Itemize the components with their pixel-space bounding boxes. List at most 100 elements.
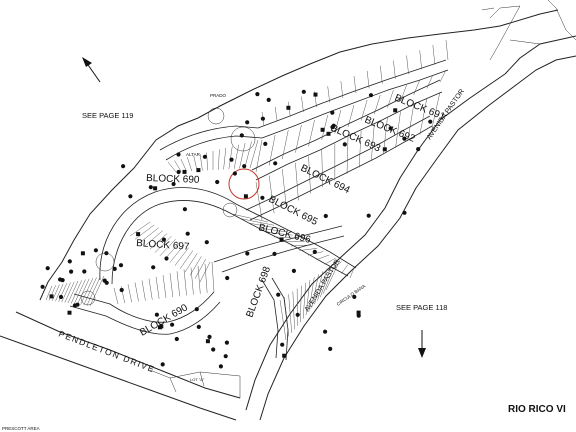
lot-line (149, 233, 168, 250)
lot-dot (328, 346, 333, 351)
lot-line (52, 284, 60, 301)
lot-line (194, 259, 206, 279)
lot-line (265, 232, 293, 236)
lot-line (255, 139, 263, 173)
lot-dot (388, 126, 393, 131)
lot-dot (272, 251, 277, 256)
lot-line (86, 276, 101, 306)
lot-dot (312, 249, 317, 254)
lot-dot (121, 164, 126, 169)
lot-dot (273, 161, 278, 166)
lot-line (324, 257, 336, 265)
lot-dot (148, 185, 153, 190)
lot-line (189, 256, 202, 276)
lot-line (302, 282, 306, 319)
lot-a-label: LOT "A" (190, 377, 205, 382)
lot-line (341, 264, 349, 274)
lot-dot (104, 280, 109, 285)
lot-line (197, 265, 201, 294)
lot-line (327, 86, 330, 103)
lot-line (308, 156, 311, 194)
lot-line (83, 277, 97, 306)
lot-dot (160, 362, 165, 367)
lot-line (299, 248, 318, 251)
lot-line (295, 124, 302, 153)
lot-dot (301, 89, 306, 94)
block-label-690-north: BLOCK 690 (146, 173, 200, 186)
lot-square (382, 147, 387, 152)
lot-dot (154, 312, 159, 317)
lot-line (371, 124, 375, 161)
lot-line (169, 244, 185, 263)
lot-dot (194, 307, 199, 312)
lot-line (445, 39, 449, 61)
lot-dot (196, 324, 201, 329)
lot-line (184, 253, 198, 273)
lot-square (182, 169, 187, 174)
lot-dot (280, 342, 285, 347)
lot-line (159, 238, 176, 256)
lot-line (295, 162, 299, 201)
lot-line (228, 146, 233, 170)
lot-line (321, 149, 323, 188)
lot-line (64, 281, 75, 303)
lot-dot (182, 207, 187, 212)
lot-line (179, 250, 194, 269)
lot-line (282, 129, 289, 160)
lot-markers (40, 89, 433, 369)
lot-dot (174, 336, 179, 342)
lot-dot (402, 136, 407, 141)
road-label-circulo-bana: CIRCULO BANA (336, 283, 367, 306)
lot-line (248, 222, 281, 229)
lot-line (317, 268, 328, 301)
lot-dot (58, 294, 64, 300)
lot-line (127, 284, 132, 303)
lot-line (240, 218, 275, 226)
lot-square (159, 324, 164, 329)
lot-line (233, 144, 239, 169)
lot-line (308, 277, 315, 312)
lot-dot (118, 263, 124, 268)
lot-line (349, 267, 355, 279)
lot-line (366, 70, 370, 89)
lot-line (199, 261, 211, 283)
lot-line (279, 299, 287, 341)
lot-line (80, 278, 94, 305)
lot-line (268, 175, 275, 214)
avenida-pastor-north (504, 35, 576, 75)
lot-dot (263, 141, 268, 146)
lot-line (325, 259, 341, 291)
lot-line (407, 104, 414, 142)
lot-line (231, 213, 269, 223)
lot-dot (211, 347, 216, 352)
lot-dot (176, 169, 181, 175)
lot-line (148, 278, 153, 300)
lot-dot (245, 120, 250, 125)
lot-dot (416, 147, 421, 152)
lot-square (313, 92, 318, 97)
lot-dot (202, 154, 207, 159)
block-label-696: BLOCK 696 (257, 222, 312, 246)
lot-dot (67, 259, 72, 264)
lot-line (426, 74, 434, 89)
lot-line (282, 169, 287, 207)
watermark: PRESCOTT AREA (2, 426, 40, 431)
lot-dot (185, 231, 190, 236)
lot-line (55, 283, 64, 302)
lot-dot (104, 251, 109, 256)
pendleton-drive-road (15, 311, 241, 399)
lot-dot (229, 157, 234, 162)
lot-square (393, 108, 398, 113)
lot-line (431, 91, 441, 129)
lot-dot (224, 340, 229, 345)
lot-dot (225, 275, 230, 281)
lot-line (144, 230, 164, 247)
lot-line (406, 55, 409, 75)
lot-line (139, 227, 159, 243)
lot-line (61, 282, 71, 303)
road-label-altar: ALTAR (186, 152, 201, 157)
lot-line (340, 81, 344, 98)
lot-line (199, 154, 203, 171)
lot-dot (164, 256, 169, 261)
lot-lines (45, 39, 449, 341)
